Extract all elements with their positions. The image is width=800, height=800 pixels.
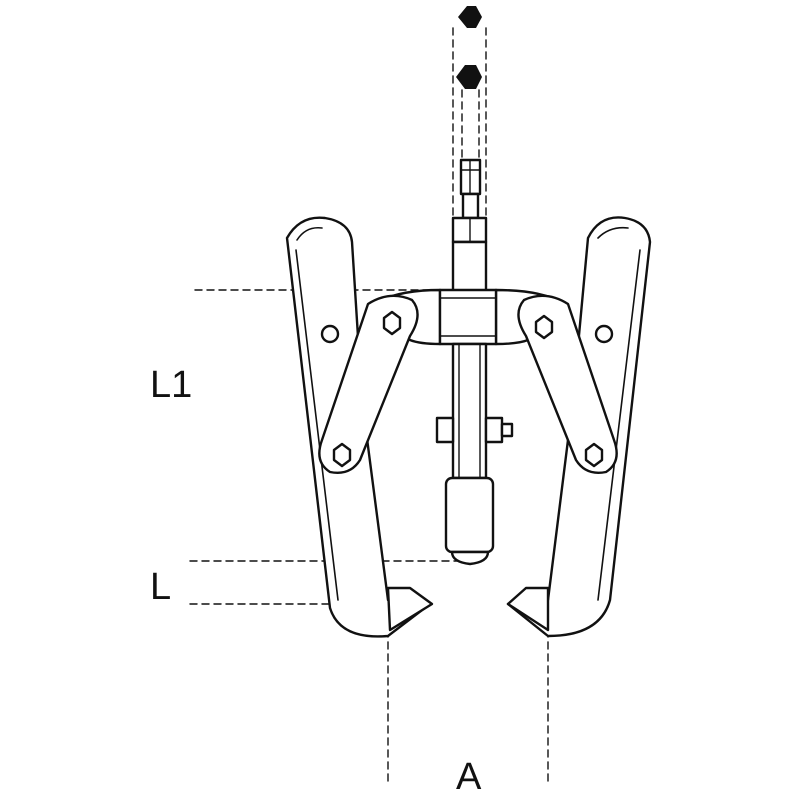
- left-jaw-tip: [386, 586, 434, 632]
- right-link-body: [517, 294, 618, 474]
- left-link-upper-bolt: [382, 310, 402, 336]
- right-jaw-pivot: [594, 324, 614, 344]
- hex-nut-mid-icon: [456, 65, 482, 89]
- left-link-lower-bolt: [332, 442, 352, 468]
- right-jaw-tip: [506, 586, 550, 632]
- right-link-upper-bolt: [534, 314, 554, 340]
- spindle-tip-point: [450, 550, 490, 566]
- spindle-tip-sleeve: [444, 476, 495, 554]
- left-jaw-inner-edge: [295, 226, 339, 601]
- yoke-center-block: [438, 288, 498, 346]
- spindle: [435, 342, 514, 566]
- screw-shank-upper: [461, 192, 480, 220]
- right-link-lower-bolt: [584, 442, 604, 468]
- spindle-body: [451, 342, 488, 480]
- left-jaw-pivot: [320, 324, 340, 344]
- dimension-label-l1: L1: [150, 364, 193, 406]
- dimension-label-a: A: [456, 756, 482, 798]
- spindle-side-bolt: [500, 422, 514, 438]
- dimension-label-l: L: [150, 566, 172, 608]
- left-link: [318, 294, 419, 474]
- forcing-screw: [451, 158, 488, 294]
- spindle-side-nut-right: [484, 416, 504, 444]
- screw-shank: [451, 240, 488, 294]
- left-link-body: [318, 294, 419, 474]
- spindle-side-nut-left: [435, 416, 455, 444]
- right-jaw-inner-edge: [597, 226, 641, 601]
- hex-nut-top-icon: [458, 6, 482, 28]
- right-link: [517, 294, 618, 474]
